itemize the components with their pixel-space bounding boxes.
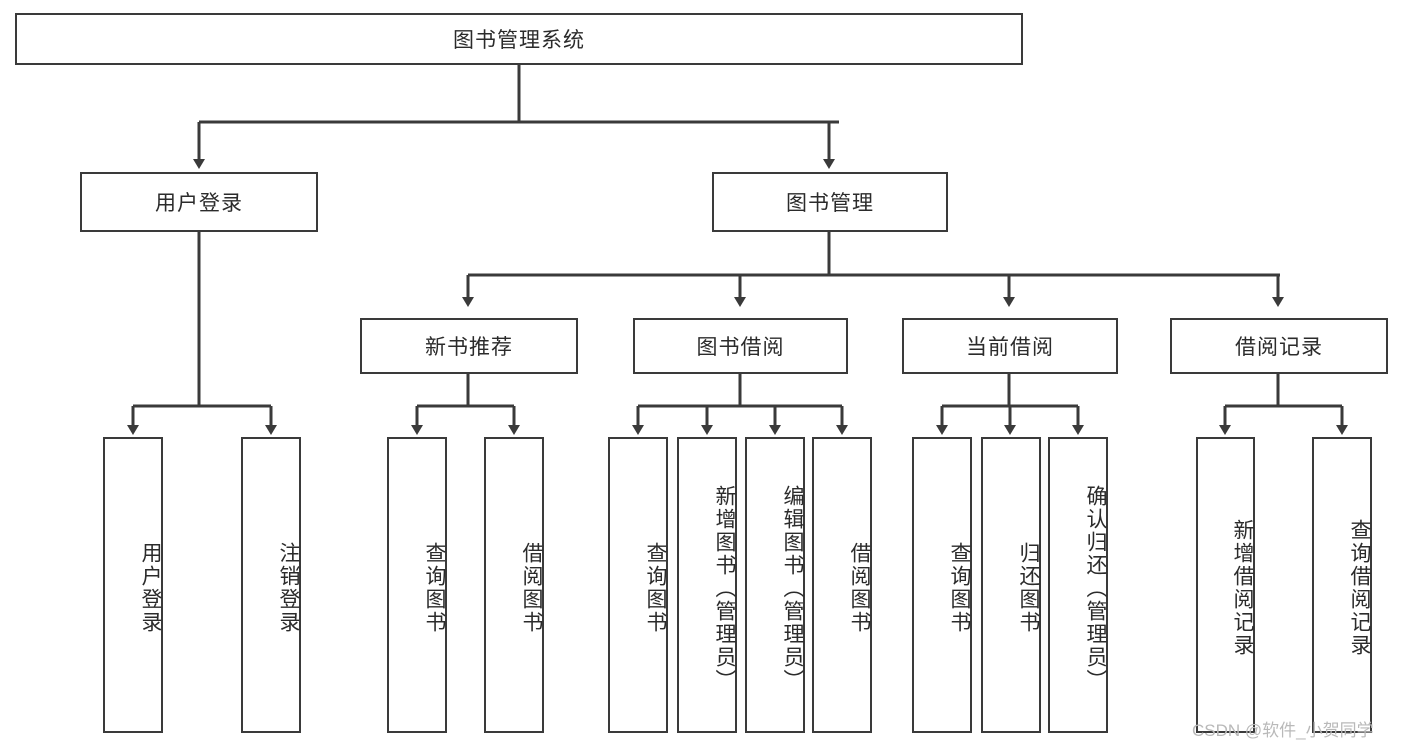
node-label: 图书管理系统: [453, 29, 585, 52]
node-label: 归还图书: [1017, 542, 1040, 634]
node-book-management[interactable]: 图书管理: [712, 172, 948, 232]
node-borrow-record[interactable]: 借阅记录: [1170, 318, 1388, 374]
leaf-borrow-book-recommend[interactable]: 借阅图书: [484, 437, 544, 733]
node-label: 借阅记录: [1235, 336, 1323, 359]
node-current-borrow[interactable]: 当前借阅: [902, 318, 1118, 374]
leaf-user-login[interactable]: 用户登录: [103, 437, 163, 733]
node-book-borrow[interactable]: 图书借阅: [633, 318, 848, 374]
node-label: 新增图书（管理员）: [713, 484, 736, 692]
node-label: 查询图书: [423, 542, 446, 634]
node-label: 用户登录: [155, 192, 243, 215]
node-label: 借阅图书: [520, 542, 543, 634]
node-label: 当前借阅: [966, 336, 1054, 359]
leaf-return-book[interactable]: 归还图书: [981, 437, 1041, 733]
node-label: 图书管理: [786, 192, 874, 215]
node-root[interactable]: 图书管理系统: [15, 13, 1023, 65]
leaf-add-book-admin[interactable]: 新增图书（管理员）: [677, 437, 737, 733]
node-label: 借阅图书: [848, 542, 871, 634]
leaf-query-book-recommend[interactable]: 查询图书: [387, 437, 447, 733]
leaf-confirm-return-admin[interactable]: 确认归还（管理员）: [1048, 437, 1108, 733]
leaf-query-book-current[interactable]: 查询图书: [912, 437, 972, 733]
leaf-logout[interactable]: 注销登录: [241, 437, 301, 733]
node-label: 编辑图书（管理员）: [781, 484, 804, 692]
node-label: 图书借阅: [696, 336, 785, 359]
node-new-book-recommend[interactable]: 新书推荐: [360, 318, 578, 374]
leaf-borrow-book[interactable]: 借阅图书: [812, 437, 872, 733]
leaf-edit-book-admin[interactable]: 编辑图书（管理员）: [745, 437, 805, 733]
csdn-watermark: CSDN @软件_小贺同学: [1192, 721, 1374, 740]
leaf-query-borrow-record[interactable]: 查询借阅记录: [1312, 437, 1372, 733]
node-label: 新增借阅记录: [1231, 519, 1254, 657]
leaf-add-borrow-record[interactable]: 新增借阅记录: [1196, 437, 1255, 733]
node-label: 确认归还（管理员）: [1084, 484, 1107, 692]
node-label: 注销登录: [277, 542, 300, 634]
node-label: 查询图书: [644, 542, 667, 634]
node-label: 用户登录: [139, 542, 162, 634]
node-label: 新书推荐: [425, 336, 513, 359]
node-user-login[interactable]: 用户登录: [80, 172, 318, 232]
leaf-query-book-borrow[interactable]: 查询图书: [608, 437, 668, 733]
node-label: 查询图书: [948, 542, 971, 634]
node-label: 查询借阅记录: [1348, 519, 1371, 657]
